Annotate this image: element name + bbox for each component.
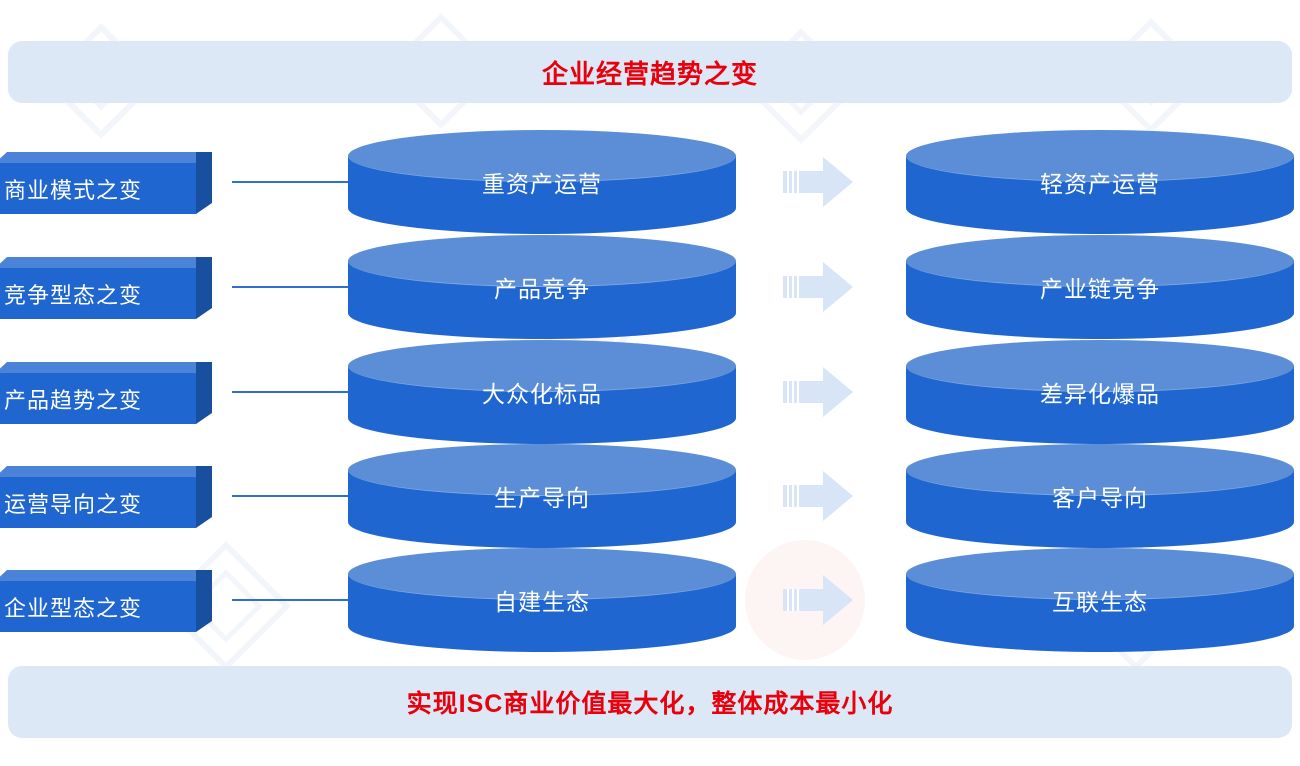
page-title: 企业经营趋势之变 xyxy=(541,58,758,89)
from-cylinder[interactable]: 大众化标品 xyxy=(348,340,736,444)
diagram-row: 运营导向之变 生产导向 客户导向 xyxy=(0,444,1300,548)
cylinder-top-ellipse xyxy=(348,548,736,600)
right-arrow-icon xyxy=(783,157,853,207)
from-label: 产品竞争 xyxy=(494,276,590,302)
box-front-face: 产品趋势之变 xyxy=(0,373,196,424)
to-cylinder[interactable]: 轻资产运营 xyxy=(906,130,1294,234)
box-top-face xyxy=(0,466,212,478)
box-top-face xyxy=(0,152,212,164)
category-label: 商业模式之变 xyxy=(4,177,143,203)
arrow-stripe xyxy=(787,589,789,611)
to-label: 客户导向 xyxy=(1052,485,1148,511)
arrow-stripe xyxy=(792,171,794,193)
diagram-row: 竞争型态之变 产品竞争 产业链竞争 xyxy=(0,235,1300,339)
arrow-stripe xyxy=(787,276,789,298)
to-cylinder[interactable]: 互联生态 xyxy=(906,548,1294,652)
arrow-stripe xyxy=(792,381,794,403)
arrow-stripe xyxy=(792,589,794,611)
box-front-face: 企业型态之变 xyxy=(0,581,196,632)
category-label: 产品趋势之变 xyxy=(4,387,143,413)
box-side-face xyxy=(196,362,212,424)
category-label: 竞争型态之变 xyxy=(4,282,143,308)
from-cylinder[interactable]: 生产导向 xyxy=(348,444,736,548)
arrow-stripe xyxy=(787,171,789,193)
diagram-row: 产品趋势之变 大众化标品 差异化爆品 xyxy=(0,340,1300,444)
arrow-stripe xyxy=(797,171,799,193)
arrow-stripe xyxy=(787,485,789,507)
arrow-stripe xyxy=(797,589,799,611)
to-cylinder[interactable]: 客户导向 xyxy=(906,444,1294,548)
to-label: 差异化爆品 xyxy=(1040,381,1160,407)
from-label: 自建生态 xyxy=(494,589,590,615)
connector-line xyxy=(232,286,348,288)
arrow-stripe xyxy=(787,381,789,403)
box-front-face: 竞争型态之变 xyxy=(0,268,196,319)
connector-line xyxy=(232,599,348,601)
connector-line xyxy=(232,391,348,393)
cylinder-top-ellipse xyxy=(906,548,1294,600)
category-label: 企业型态之变 xyxy=(4,595,143,621)
arrow-stripe xyxy=(792,485,794,507)
diagram-row: 商业模式之变 重资产运营 轻资产运营 xyxy=(0,130,1300,234)
right-arrow-icon xyxy=(783,262,853,312)
cylinder-top-ellipse xyxy=(348,235,736,287)
category-box[interactable]: 竞争型态之变 xyxy=(0,257,212,319)
arrow-stripe xyxy=(797,276,799,298)
cylinder-top-ellipse xyxy=(348,130,736,182)
to-label: 互联生态 xyxy=(1052,589,1148,615)
category-box[interactable]: 商业模式之变 xyxy=(0,152,212,214)
box-top-face xyxy=(0,570,212,582)
box-side-face xyxy=(196,570,212,632)
from-cylinder[interactable]: 产品竞争 xyxy=(348,235,736,339)
summary-title: 实现ISC商业价值最大化，整体成本最小化 xyxy=(406,690,894,718)
cylinder-top-ellipse xyxy=(906,444,1294,496)
box-side-face xyxy=(196,257,212,319)
arrow-stripe xyxy=(797,381,799,403)
to-label: 产业链竞争 xyxy=(1040,276,1160,302)
cylinder-top-ellipse xyxy=(906,340,1294,392)
right-arrow-icon xyxy=(783,367,853,417)
to-cylinder[interactable]: 产业链竞争 xyxy=(906,235,1294,339)
connector-line xyxy=(232,181,348,183)
from-label: 重资产运营 xyxy=(482,171,602,197)
box-front-face: 运营导向之变 xyxy=(0,477,196,528)
box-side-face xyxy=(196,152,212,214)
top-banner: 企业经营趋势之变 xyxy=(8,41,1292,103)
right-arrow-icon xyxy=(783,471,853,521)
arrow-stripe xyxy=(792,276,794,298)
bottom-banner: 实现ISC商业价值最大化，整体成本最小化 xyxy=(8,666,1292,738)
category-box[interactable]: 产品趋势之变 xyxy=(0,362,212,424)
category-box[interactable]: 企业型态之变 xyxy=(0,570,212,632)
diagram-row: 企业型态之变 自建生态 互联生态 xyxy=(0,548,1300,652)
connector-line xyxy=(232,495,348,497)
box-top-face xyxy=(0,257,212,269)
from-cylinder[interactable]: 自建生态 xyxy=(348,548,736,652)
cylinder-top-ellipse xyxy=(348,340,736,392)
cylinder-top-ellipse xyxy=(906,235,1294,287)
box-top-face xyxy=(0,362,212,374)
right-arrow-icon xyxy=(783,575,853,625)
box-side-face xyxy=(196,466,212,528)
from-label: 大众化标品 xyxy=(482,381,602,407)
to-label: 轻资产运营 xyxy=(1040,171,1160,197)
arrow-stripe xyxy=(797,485,799,507)
category-label: 运营导向之变 xyxy=(4,491,143,517)
to-cylinder[interactable]: 差异化爆品 xyxy=(906,340,1294,444)
category-box[interactable]: 运营导向之变 xyxy=(0,466,212,528)
from-cylinder[interactable]: 重资产运营 xyxy=(348,130,736,234)
from-label: 生产导向 xyxy=(494,485,590,511)
cylinder-top-ellipse xyxy=(348,444,736,496)
cylinder-top-ellipse xyxy=(906,130,1294,182)
box-front-face: 商业模式之变 xyxy=(0,163,196,214)
